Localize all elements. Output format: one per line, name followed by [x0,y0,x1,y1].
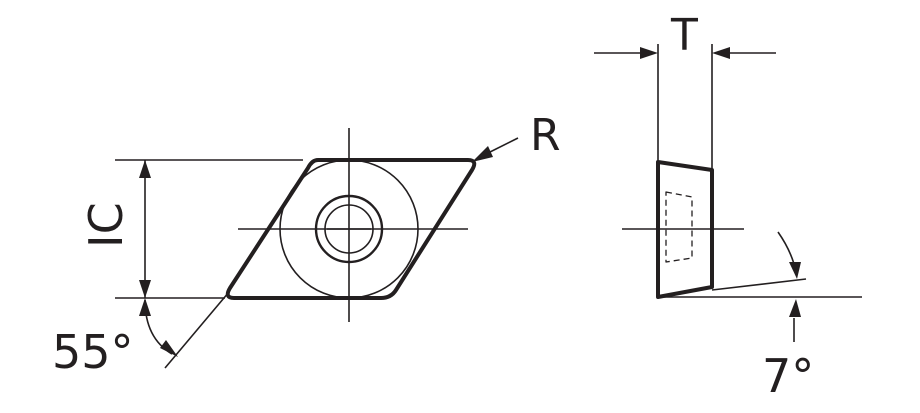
front-view [115,128,519,369]
angle-arrow-bottom [160,340,178,357]
t-arrow-left [640,47,658,59]
insert-outline [225,158,477,300]
radius-arrow [472,146,493,162]
radius-label: R [530,110,561,161]
ic-arrow-top [139,160,151,178]
thickness-label: T [670,10,698,61]
ic-arrow-bottom [139,280,151,298]
t-arrow-right [712,47,730,59]
angle-arrow-top [139,298,151,316]
hidden-hole [665,191,693,263]
clearance-arrow-top [789,262,801,279]
side-profile [656,160,714,299]
clearance-line [711,278,807,291]
angle-extension-line [164,291,230,369]
angle-7-label: 7° [762,349,814,403]
clearance-arrow-bottom [789,299,801,317]
side-view [594,44,862,342]
ic-label: IC [79,202,133,248]
angle-55-label: 55° [52,325,134,379]
